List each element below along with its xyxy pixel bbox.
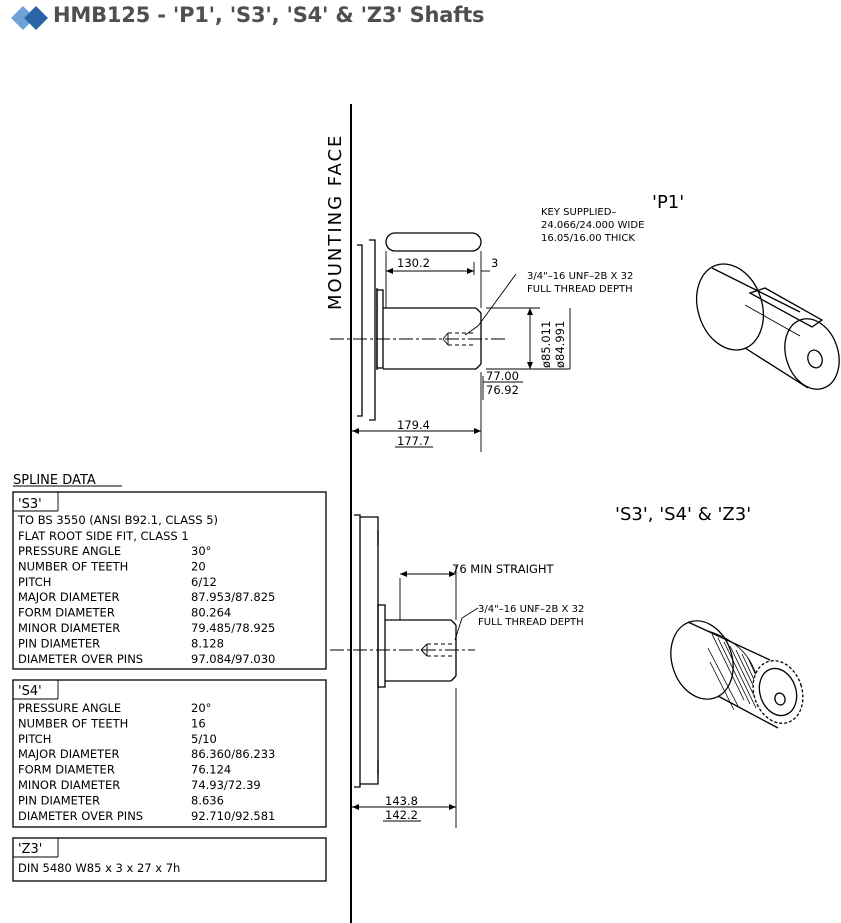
mounting-face-label: MOUNTING FACE <box>325 134 346 310</box>
p1-key-line1: KEY SUPPLIED– <box>541 207 616 218</box>
s4-row-value: 16 <box>191 716 206 730</box>
s4-row-label: PITCH <box>18 732 51 746</box>
p1-shaft-side-view <box>330 232 505 421</box>
p1-shaft-iso-view <box>696 263 840 390</box>
spline-min-straight: 76 MIN STRAIGHT <box>452 562 555 576</box>
p1-dia-lower: ø84.991 <box>553 321 567 368</box>
s3-row-label: PITCH <box>18 575 51 589</box>
s4-row-value: 76.124 <box>191 763 231 777</box>
p1-len-shaft-upper: 77.00 <box>486 369 519 383</box>
s4-row-value: 5/10 <box>191 732 217 746</box>
s3-row-value: 30° <box>191 544 211 558</box>
s3-row-value: 79.485/78.925 <box>191 621 275 635</box>
s3-row-value: 97.084/97.030 <box>191 652 275 666</box>
p1-thread-line2: FULL THREAD DEPTH <box>527 284 633 295</box>
s3-title: 'S3' <box>18 497 42 512</box>
spline-group-label: 'S3', 'S4' & 'Z3' <box>615 504 751 525</box>
page-header: HMB125 - 'P1', 'S3', 'S4' & 'Z3' Shafts <box>0 0 841 36</box>
p1-key-line3: 16.05/16.00 THICK <box>541 233 635 244</box>
s3-table: 'S3' TO BS 3550 (ANSI B92.1, CLASS 5) FL… <box>12 491 327 670</box>
s3-line2: FLAT ROOT SIDE FIT, CLASS 1 <box>18 529 189 543</box>
s4-row-label: PIN DIAMETER <box>18 793 100 807</box>
s4-row-value: 86.360/86.233 <box>191 747 275 761</box>
p1-dim-key-offset: 3 <box>491 256 498 270</box>
z3-table: 'Z3' DIN 5480 W85 x 3 x 27 x 7h <box>12 837 327 882</box>
p1-dia-upper: ø85.011 <box>539 321 553 368</box>
p1-len-total-upper: 179.4 <box>397 418 430 432</box>
z3-line1: DIN 5480 W85 x 3 x 27 x 7h <box>18 861 180 875</box>
s4-row-label: DIAMETER OVER PINS <box>18 809 143 823</box>
p1-key-line2: 24.066/24.000 WIDE <box>541 220 644 231</box>
p1-thread-line1: 3/4"–16 UNF–2B X 32 <box>527 271 633 282</box>
s4-row-value: 92.710/92.581 <box>191 809 275 823</box>
s3-row-value: 8.128 <box>191 636 224 650</box>
spline-data-heading: SPLINE DATA <box>13 473 96 488</box>
s3-line1: TO BS 3550 (ANSI B92.1, CLASS 5) <box>17 513 218 527</box>
s4-row-value: 74.93/72.39 <box>191 778 261 792</box>
s3-row-value: 80.264 <box>191 606 231 620</box>
s3-row-label: PRESSURE ANGLE <box>18 544 121 558</box>
s4-title: 'S4' <box>18 684 42 699</box>
p1-len-total-lower: 177.7 <box>397 434 430 448</box>
diamond-logo-icon <box>11 6 48 30</box>
s3-row-value: 87.953/87.825 <box>191 590 275 604</box>
s4-row-value: 20° <box>191 701 211 715</box>
s4-row-label: MINOR DIAMETER <box>18 778 120 792</box>
spline-len-total-upper: 143.8 <box>385 794 418 808</box>
s3-row-label: MAJOR DIAMETER <box>18 590 119 604</box>
s4-table: 'S4' PRESSURE ANGLE 20° NUMBER OF TEETH 16P… <box>12 679 327 828</box>
spline-shaft-side-view <box>330 514 475 788</box>
s4-row-value: 8.636 <box>191 793 224 807</box>
page-title: HMB125 - 'P1', 'S3', 'S4' & 'Z3' Shafts <box>53 3 485 27</box>
s4-row-label: FORM DIAMETER <box>18 763 115 777</box>
s3-row-label: PIN DIAMETER <box>18 636 100 650</box>
s3-row-label: MINOR DIAMETER <box>18 621 120 635</box>
s4-row-label: PRESSURE ANGLE <box>18 701 121 715</box>
spline-thread-line1: 3/4"–16 UNF–2B X 32 <box>478 604 584 615</box>
s4-row-label: MAJOR DIAMETER <box>18 747 119 761</box>
spline-shaft-iso-view <box>670 620 804 729</box>
s4-row-label: NUMBER OF TEETH <box>18 716 128 730</box>
p1-label: 'P1' <box>652 192 684 213</box>
s3-row-label: NUMBER OF TEETH <box>18 559 128 573</box>
spline-len-total-lower: 142.2 <box>385 808 418 822</box>
p1-len-shaft-lower: 76.92 <box>486 383 519 397</box>
s3-row-label: FORM DIAMETER <box>18 606 115 620</box>
spline-dimensions <box>352 566 479 828</box>
p1-dimensions <box>352 262 571 452</box>
s3-row-value: 6/12 <box>191 575 217 589</box>
p1-dim-key-length: 130.2 <box>397 256 430 270</box>
z3-title: 'Z3' <box>18 842 42 857</box>
s3-row-value: 20 <box>191 559 206 573</box>
spline-thread-line2: FULL THREAD DEPTH <box>478 617 584 628</box>
s3-row-label: DIAMETER OVER PINS <box>18 652 143 666</box>
